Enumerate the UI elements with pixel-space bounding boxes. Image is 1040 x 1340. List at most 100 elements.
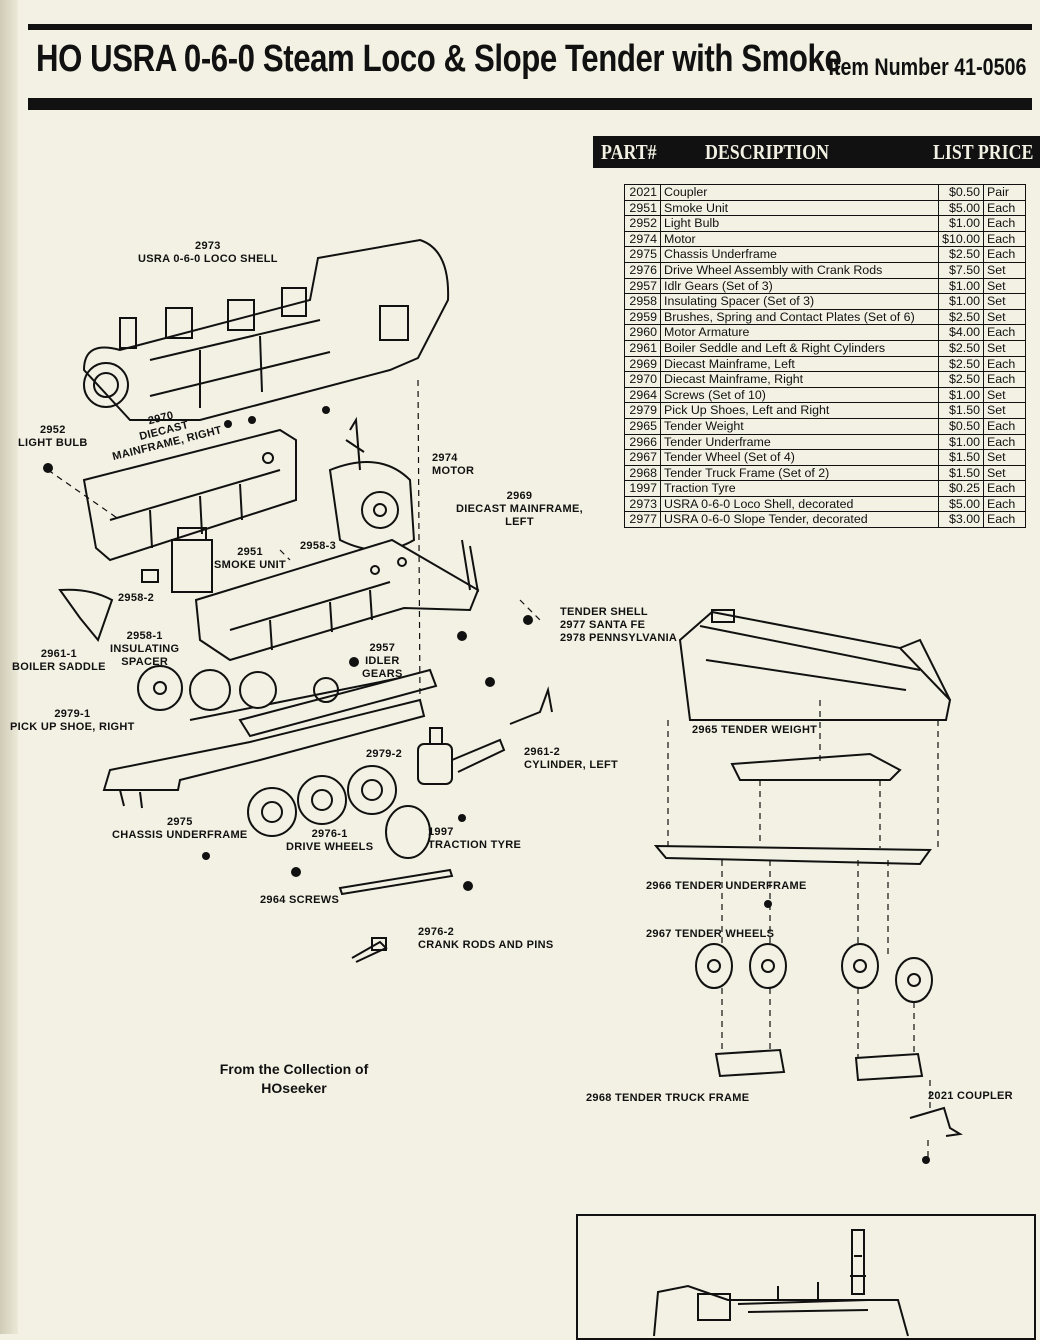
column-part-number: PART# (601, 140, 657, 164)
top-rule (28, 24, 1032, 30)
motor-drawing (328, 416, 416, 551)
unit-cell: Each (983, 480, 1026, 497)
label-spacer-2958-2: 2958-2 (118, 592, 155, 604)
mainframe-left-drawing (194, 538, 480, 662)
unit-cell: Set (983, 386, 1026, 404)
price-cell: $2.50 (938, 308, 984, 326)
tender-wheels-drawing (695, 943, 933, 1003)
label-shoe-2979-2: 2979-2 (366, 748, 403, 760)
part-number-cell: 2965 (624, 417, 661, 435)
description-cell: USRA 0-6-0 Slope Tender, decorated (660, 511, 939, 529)
boiler-saddle-drawing (58, 588, 114, 643)
credit-line-1: From the Collection of (219, 1061, 369, 1077)
description-cell: Chassis Underframe (660, 246, 939, 263)
description-cell: Pick Up Shoes, Left and Right (660, 402, 939, 419)
unit-cell: Set (983, 449, 1026, 466)
unit-cell: Each (983, 230, 1026, 248)
collection-credit: From the Collection of HOseeker (214, 1060, 374, 1098)
assembled-loco-inset (576, 1214, 1036, 1340)
crank-rods-drawing (338, 868, 454, 963)
column-description: DESCRIPTION (705, 140, 829, 164)
price-cell: $0.50 (938, 184, 984, 201)
label-tender-wheels: 2967 TENDER WHEELS (646, 928, 775, 940)
price-cell: $2.50 (938, 339, 984, 357)
label-spacer-2958-3: 2958-3 (300, 540, 337, 552)
assembled-loco-drawing (653, 1229, 909, 1337)
page-title: HO USRA 0-6-0 Steam Loco & Slope Tender … (36, 38, 842, 80)
cylinder-left-drawing (417, 686, 553, 785)
unit-cell: Each (983, 246, 1026, 263)
part-number-cell: 2967 (624, 449, 661, 466)
coupler-drawing (909, 1106, 963, 1137)
part-number-cell: 2021 (624, 184, 661, 201)
part-number-cell: 2969 (624, 355, 661, 373)
title-row: HO USRA 0-6-0 Steam Loco & Slope Tender … (28, 28, 1032, 110)
part-number-cell: 2977 (624, 511, 661, 529)
tender-trucks-drawing (714, 1048, 924, 1082)
label-tender-weight: 2965 TENDER WEIGHT (692, 724, 818, 736)
smoke-unit-drawing (141, 527, 213, 593)
part-number-cell: 2973 (624, 495, 661, 513)
price-cell: $7.50 (938, 261, 984, 279)
mainframe-right-drawing (82, 428, 297, 562)
description-cell: Idlr Gears (Set of 3) (660, 277, 939, 295)
credit-line-2: HOseeker (261, 1080, 327, 1096)
tender-shell-drawing (678, 609, 952, 721)
price-cell: $1.00 (938, 386, 984, 404)
chassis-drawing (102, 668, 438, 809)
unit-cell: Each (983, 511, 1026, 529)
part-number-cell: 2974 (624, 230, 661, 248)
tender-weight-drawing (730, 752, 902, 781)
column-list-price: LIST PRICE (933, 140, 1034, 164)
description-cell: Insulating Spacer (Set of 3) (660, 293, 939, 310)
parts-table-header: PART# DESCRIPTION LIST PRICE (593, 136, 1040, 168)
part-number-cell: 2979 (624, 402, 661, 419)
book-spine-shadow (0, 0, 18, 1334)
item-number: Item Number 41-0506 (828, 54, 1026, 81)
description-cell: Drive Wheel Assembly with Crank Rods (660, 261, 939, 279)
price-cell: $3.00 (938, 511, 984, 529)
label-screws: 2964 SCREWS (260, 894, 340, 906)
label-tender-truck: 2968 TENDER TRUCK FRAME (586, 1092, 750, 1104)
part-number-cell: 2966 (624, 433, 661, 451)
part-number-cell: 2959 (624, 308, 661, 326)
label-tender-underframe: 2966 TENDER UNDERFRAME (646, 880, 807, 892)
part-number-cell: 2975 (624, 246, 661, 263)
price-cell: $0.25 (938, 480, 984, 497)
loco-shell-drawing (82, 238, 450, 421)
part-number-cell: 2970 (624, 371, 661, 388)
unit-cell: Each (983, 199, 1026, 217)
description-cell: Tender Wheel (Set of 4) (660, 449, 939, 466)
tender-underframe-drawing (653, 844, 932, 866)
price-cell: $1.00 (938, 215, 984, 232)
label-coupler: 2021 COUPLER (928, 1090, 1013, 1102)
